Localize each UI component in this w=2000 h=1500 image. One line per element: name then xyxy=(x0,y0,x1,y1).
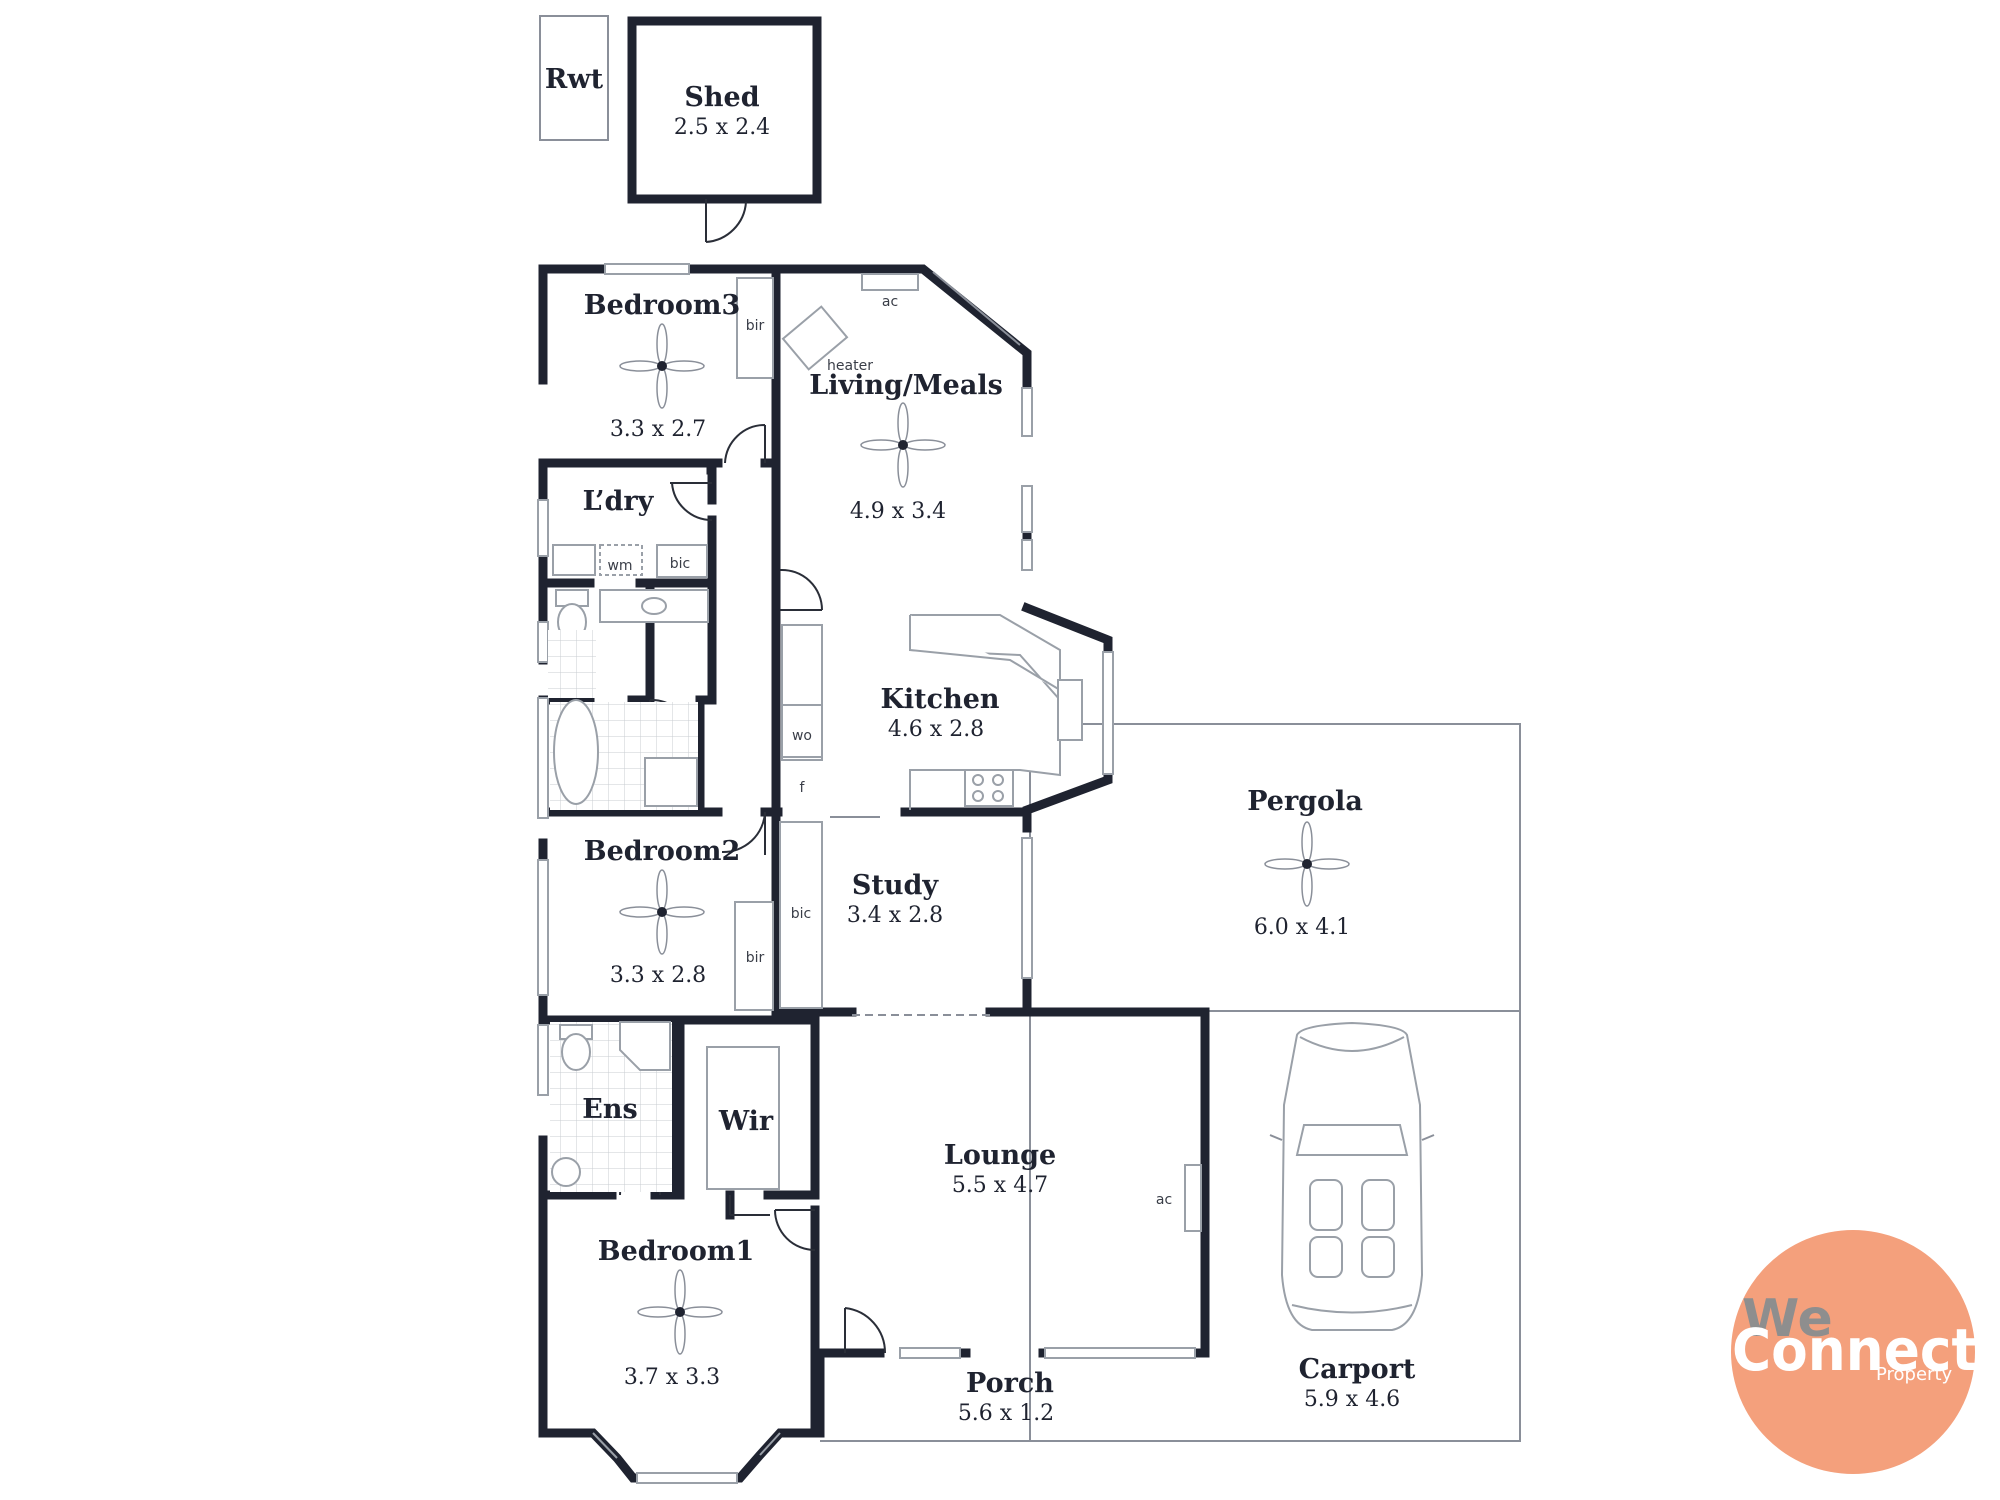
shed-walls xyxy=(627,16,822,204)
study-dims: 3.4 x 2.8 xyxy=(847,903,943,928)
ceiling-fan-icon xyxy=(619,869,705,955)
fixtures xyxy=(548,273,1202,1232)
rainwater-tank xyxy=(539,15,609,141)
logo-we-text: We xyxy=(1742,1289,1833,1349)
porch-dims: 5.6 x 1.2 xyxy=(958,1401,1054,1426)
lounge-label: Lounge xyxy=(944,1140,1056,1171)
car-icon xyxy=(1269,1021,1435,1331)
shed-door xyxy=(705,199,747,243)
bedroom3-label: Bedroom3 xyxy=(584,290,740,321)
study-bic: bic xyxy=(791,906,811,922)
carport-label: Carport xyxy=(1299,1354,1416,1385)
pergola-label: Pergola xyxy=(1247,786,1363,817)
kitchen-f: f xyxy=(800,780,806,796)
wir-label: Wir xyxy=(718,1106,774,1137)
bedroom3-dims: 3.3 x 2.7 xyxy=(610,417,706,442)
shed-label: Shed xyxy=(684,82,759,113)
laundry-wm: wm xyxy=(607,558,632,574)
lounge-dims: 5.5 x 4.7 xyxy=(952,1173,1048,1198)
shed-dims: 2.5 x 2.4 xyxy=(674,115,770,140)
ceiling-fan-icon xyxy=(637,1269,723,1355)
rwt-label: Rwt xyxy=(545,64,604,95)
windows xyxy=(537,263,1196,1484)
ceiling-fan-icon xyxy=(619,323,705,409)
lounge-ac: ac xyxy=(1156,1192,1172,1208)
kitchen-label: Kitchen xyxy=(880,684,999,715)
laundry-bic: bic xyxy=(670,556,690,572)
doors xyxy=(619,423,887,1354)
kitchen-dims: 4.6 x 2.8 xyxy=(888,717,984,742)
ceiling-fan-icon xyxy=(1264,821,1350,907)
bedroom1-label: Bedroom1 xyxy=(598,1236,754,1267)
carport-dims: 5.9 x 4.6 xyxy=(1304,1387,1400,1412)
bedroom1-dims: 3.7 x 3.3 xyxy=(624,1365,720,1390)
living-label: Living/Meals xyxy=(809,370,1003,401)
heater-label: heater xyxy=(827,358,873,374)
pergola-dims: 6.0 x 4.1 xyxy=(1254,915,1350,940)
living-ac: ac xyxy=(882,294,898,310)
study-label: Study xyxy=(852,870,939,901)
bedroom2-bir: bir xyxy=(746,950,765,966)
logo-property-text: Property xyxy=(1876,1364,1953,1385)
ens-label: Ens xyxy=(582,1094,637,1125)
bedroom3-bir: bir xyxy=(746,318,765,334)
house-walls xyxy=(538,264,1210,1483)
kitchen-wo: wo xyxy=(792,728,812,744)
living-dims: 4.9 x 3.4 xyxy=(850,499,946,524)
bedroom2-label: Bedroom2 xyxy=(584,836,740,867)
logo-circle xyxy=(1731,1230,1975,1474)
laundry-label: L’dry xyxy=(583,486,655,517)
we-connect-logo: We Connect Property xyxy=(1731,1230,1977,1474)
porch-label: Porch xyxy=(966,1368,1054,1399)
logo-connect-text: Connect xyxy=(1732,1316,1977,1384)
ceiling-fan-icon xyxy=(860,402,946,488)
bedroom2-dims: 3.3 x 2.8 xyxy=(610,963,706,988)
